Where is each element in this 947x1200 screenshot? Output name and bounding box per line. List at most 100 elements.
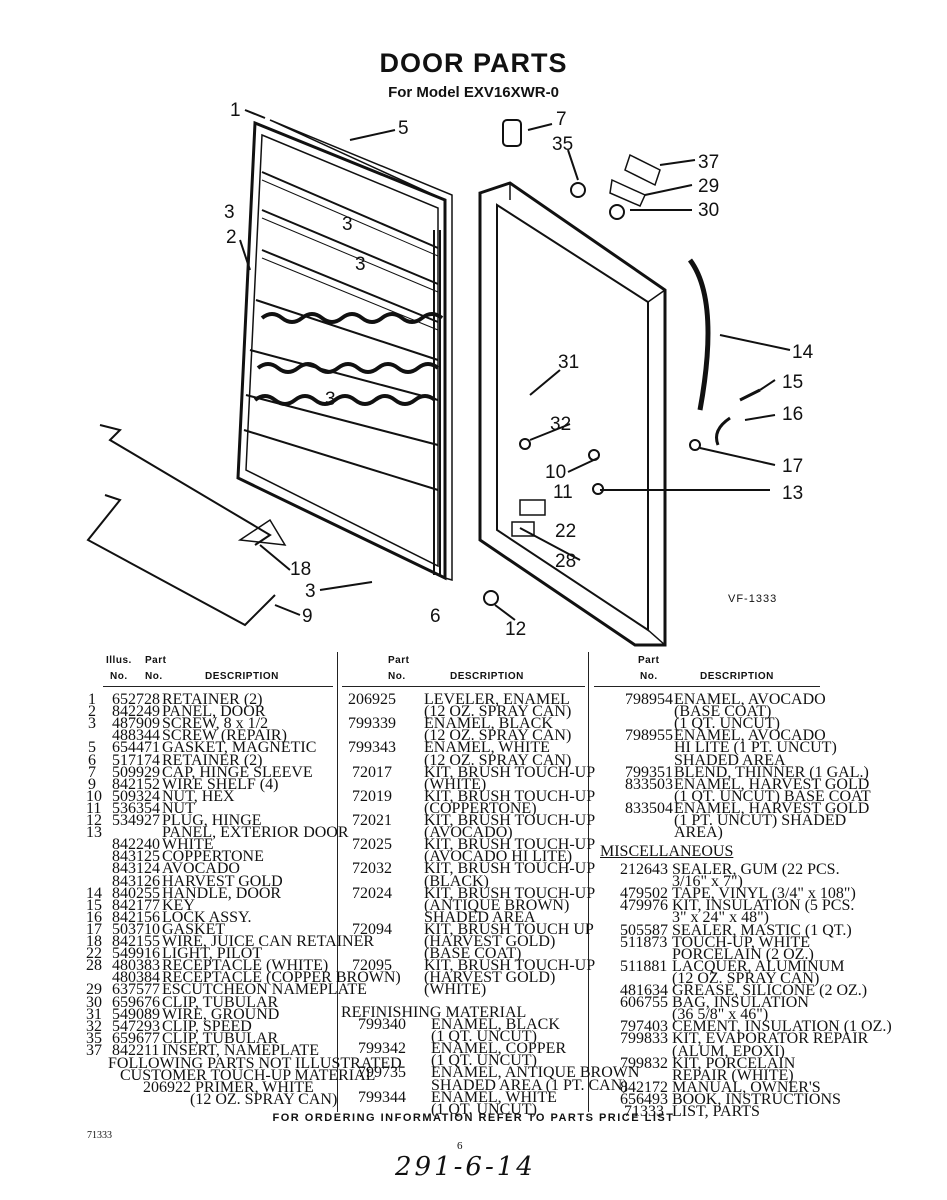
part-number: 799342 xyxy=(358,1040,406,1058)
not-illustrated-note: FOLLOWING PARTS NOT ILLUSTRATED xyxy=(108,1055,402,1072)
part-description: (1 QT. UNCUT) xyxy=(431,1052,537,1070)
part-description: CLIP, TUBULAR xyxy=(162,1029,279,1047)
part-number: 487909 xyxy=(112,715,160,733)
part-description: SEALER, GUM (22 PCS. xyxy=(672,861,840,878)
part-description: KIT, BRUSH TOUCH-UP xyxy=(424,787,596,805)
part-description: COPPERTONE xyxy=(162,848,264,866)
part-description: CLIP, TUBULAR xyxy=(162,993,279,1011)
part-description: (WHITE) xyxy=(424,775,487,793)
header-part-no-2: No. xyxy=(388,671,406,682)
callout-3c: 3 xyxy=(355,254,366,275)
part-description: LIST, PARTS xyxy=(672,1103,760,1120)
callout-5: 5 xyxy=(398,118,409,139)
column-divider-2 xyxy=(588,652,589,1112)
part-number: 509324 xyxy=(112,787,160,805)
illus-number: 14 xyxy=(86,884,102,902)
part-description: CAP, HINGE SLEEVE xyxy=(162,763,313,781)
part-description: (WHITE) xyxy=(424,981,487,999)
callout-3a: 3 xyxy=(224,202,235,223)
part-description: (AVOCADO HI LITE) xyxy=(424,848,573,866)
part-number: 843125 xyxy=(112,848,160,866)
part-description: CEMENT, INSULATION (1 OZ.) xyxy=(672,1018,892,1036)
part-description: LOCK ASSY. xyxy=(162,908,252,926)
part-description: KIT, BRUSH TOUCH-UP xyxy=(424,860,596,878)
part-description: BOOK, INSTRUCTIONS xyxy=(672,1090,841,1108)
part-number: 549916 xyxy=(112,945,160,963)
callout-12: 12 xyxy=(505,619,526,640)
part-number: 72024 xyxy=(352,884,392,902)
illus-number: 6 xyxy=(88,751,96,769)
part-description: (1 PT. UNCUT) SHADED xyxy=(674,812,847,829)
header-illus: Illus. xyxy=(106,655,132,666)
part-description: KIT, BRUSH TOUCH UP xyxy=(424,920,594,938)
callout-29: 29 xyxy=(698,176,719,197)
part-description: KIT, EVAPORATOR REPAIR xyxy=(672,1030,869,1048)
part-description: GREASE, SILICONE (2 OZ.) xyxy=(672,982,868,999)
part-description: ESCUTCHEON NAMEPLATE xyxy=(162,981,367,999)
part-number: 72019 xyxy=(352,787,392,805)
part-description: REPAIR (WHITE) xyxy=(672,1066,794,1084)
part-description: ENAMEL, WHITE xyxy=(431,1088,557,1106)
part-number: 72094 xyxy=(352,920,392,938)
page-number: 6 xyxy=(457,1140,463,1152)
part-number: 481634 xyxy=(620,982,668,999)
part-description: (1 QT. UNCUT) xyxy=(674,715,780,733)
part-description: ENAMEL, BLACK xyxy=(424,715,553,733)
part-description: LIGHT, PILOT xyxy=(162,945,263,963)
callout-17: 17 xyxy=(782,456,803,477)
part-number: 479502 xyxy=(620,885,668,903)
part-description: WIRE, GROUND xyxy=(162,1005,280,1023)
callout-18: 18 xyxy=(290,559,311,580)
part-description: SEALER, MASTIC (1 QT.) xyxy=(672,921,852,939)
part-description: PANEL, EXTERIOR DOOR xyxy=(162,824,349,842)
part-description: SHADED AREA xyxy=(674,751,786,769)
part-number: 656493 xyxy=(620,1090,668,1108)
part-number: 505587 xyxy=(620,921,668,939)
callout-15: 15 xyxy=(782,372,803,393)
header-illus-no: No. xyxy=(110,671,128,682)
header-part-no-3: No. xyxy=(640,671,658,682)
part-description: WIRE, JUICE CAN RETAINER xyxy=(162,933,375,950)
part-description: (12 OZ. SPRAY CAN) xyxy=(424,751,572,769)
callout-14: 14 xyxy=(792,342,814,363)
part-description: KIT, BRUSH TOUCH-UP xyxy=(424,812,596,829)
illus-number: 17 xyxy=(86,920,102,938)
part-description: (BLACK) xyxy=(424,872,489,890)
illus-number: 18 xyxy=(86,933,102,950)
part-number: 843126 xyxy=(112,872,160,890)
part-description: RECEPTACLE (WHITE) xyxy=(162,957,329,975)
part-description: TOUCH-UP, WHITE xyxy=(672,933,811,951)
header-part-no: No. xyxy=(145,671,163,682)
part-description: KEY xyxy=(162,896,195,914)
part-number: 72017 xyxy=(352,763,392,781)
part-number: 833503 xyxy=(625,775,673,793)
part-description: HARVEST GOLD xyxy=(162,872,283,890)
part-description: ENAMEL, AVOCADO xyxy=(674,727,826,745)
part-description: ENAMEL, HARVEST GOLD xyxy=(674,775,870,793)
part-description: HI LITE (1 PT. UNCUT) xyxy=(674,739,837,757)
part-number: 799735 xyxy=(358,1064,406,1082)
callout-3d: 3 xyxy=(325,389,336,410)
part-description: RETAINER (2) xyxy=(162,751,263,769)
header-description-3: DESCRIPTION xyxy=(700,671,774,682)
part-number: 480383 xyxy=(112,957,160,975)
part-description: RETAINER (2) xyxy=(162,691,263,708)
part-description: LACQUER, ALUMINUM xyxy=(672,957,845,975)
part-number: 637577 xyxy=(112,981,160,999)
callout-11: 11 xyxy=(553,482,573,503)
part-number: 488344 xyxy=(112,727,160,745)
callout-3b: 3 xyxy=(342,214,353,235)
part-number: 798954 xyxy=(625,691,673,708)
part-description: NUT xyxy=(162,799,195,817)
part-description: (COPPERTONE) xyxy=(424,799,537,817)
part-number: 842172 xyxy=(620,1078,668,1096)
illus-number: 3 xyxy=(88,715,96,733)
primer-part-number: 206922 xyxy=(143,1079,191,1096)
part-description: LEVELER, ENAMEL xyxy=(424,691,570,708)
part-description: (12 OZ. SPRAY CAN) xyxy=(424,727,572,745)
part-number: 833504 xyxy=(625,799,673,817)
illus-number: 22 xyxy=(86,945,102,963)
part-description: PANEL, DOOR xyxy=(162,703,266,721)
illus-number: 32 xyxy=(86,1017,102,1035)
part-description: ENAMEL, WHITE xyxy=(424,739,550,757)
